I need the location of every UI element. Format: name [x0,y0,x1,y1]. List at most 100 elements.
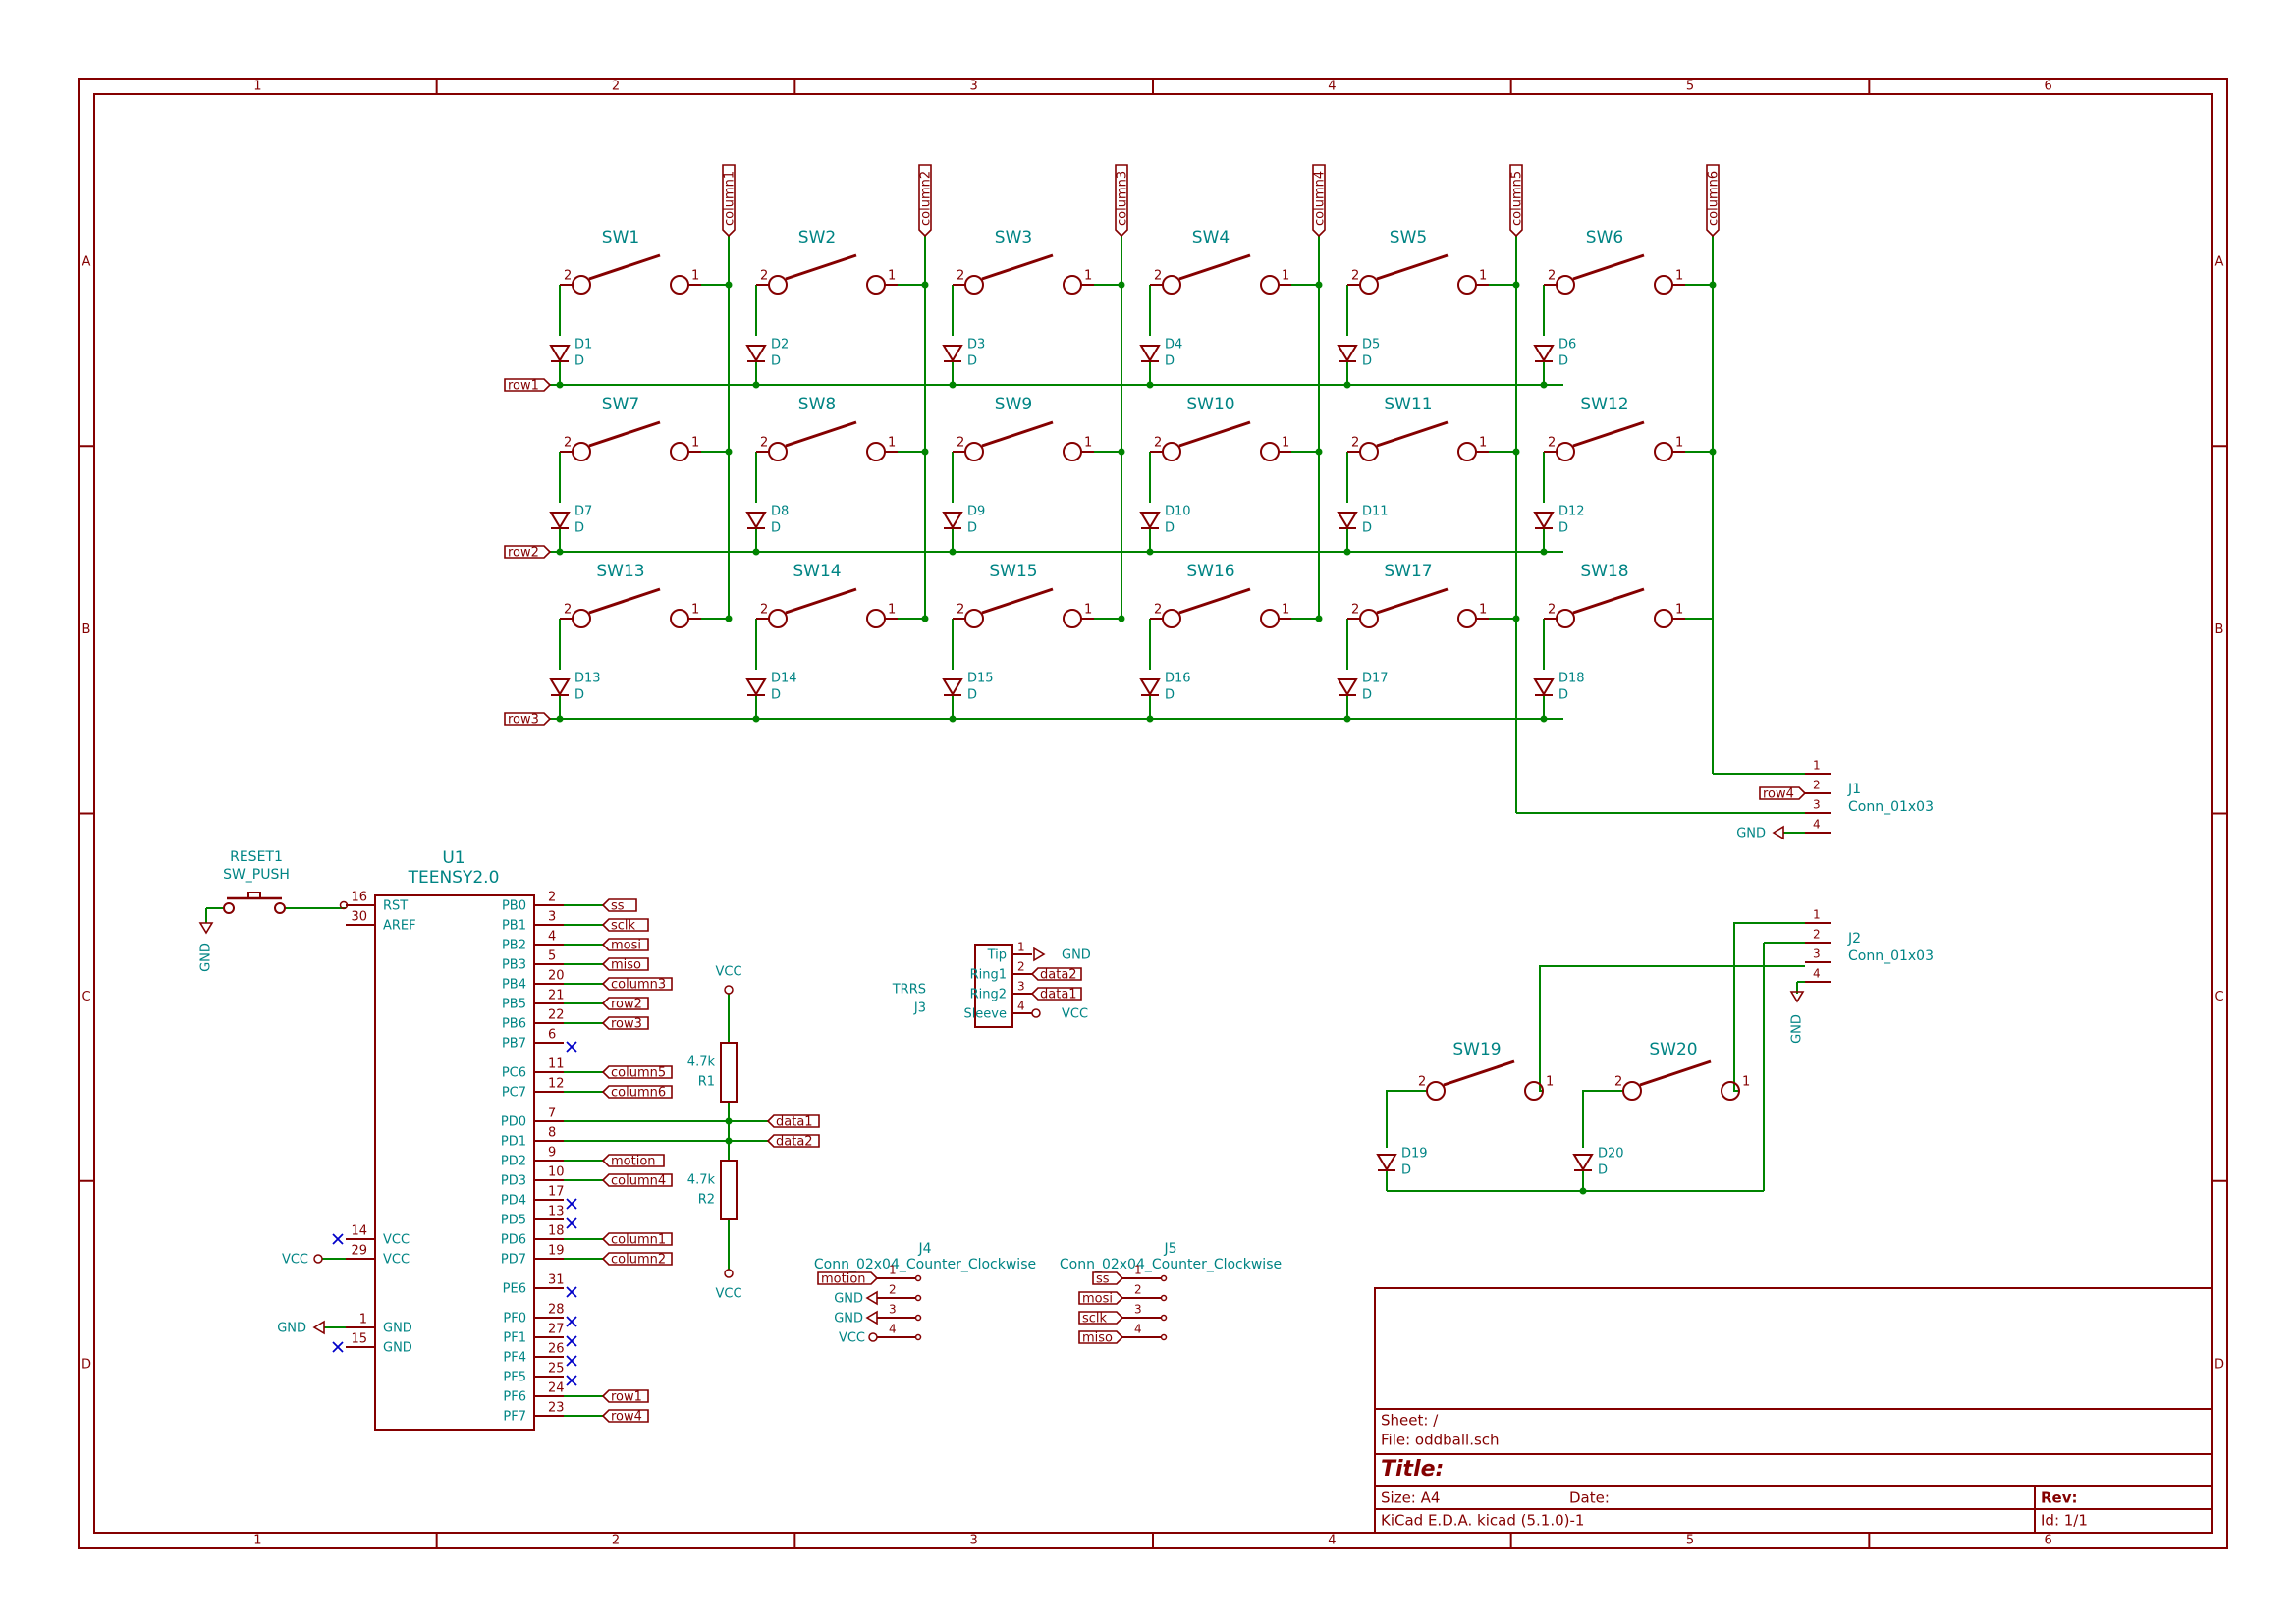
switch-contact [572,442,591,461]
teensy-value: TEENSY2.0 [408,868,500,888]
net-label-text: mosi [1082,1292,1113,1307]
pin-name: PF4 [503,1351,526,1366]
switch-contact [768,442,788,461]
gnd-symbol [865,1310,878,1325]
net-label-text: mosi [611,939,641,953]
reset-plunger [247,892,261,898]
net-label-text: row1 [508,379,539,394]
switch-contact [1063,275,1082,295]
net-label-flag [1030,967,1082,981]
junction-dot [1315,448,1323,456]
column-label-flag [1312,164,1326,238]
switch-ref: SW2 [798,228,836,247]
pin-end [1160,1333,1168,1341]
vcc-label: VCC [1062,1007,1088,1022]
net-label-flag [601,1154,665,1167]
resistor-value: 4.7k [687,1173,716,1188]
diode-body [942,345,963,362]
switch-ref: SW14 [793,562,841,581]
diode-value: D [1165,354,1175,369]
switch-lever [1178,587,1251,615]
diode-body [1376,1154,1397,1171]
pin-name: PC7 [502,1086,526,1101]
junction-dot [1512,448,1520,456]
diode-body [549,678,571,696]
switch-lever [1376,420,1449,448]
pin-end [1160,1274,1168,1282]
diode-ref: D7 [574,505,592,519]
switch-ref: SW10 [1186,395,1234,414]
net-label-text: row3 [508,713,539,728]
switch-lever [785,420,857,448]
pin-number: 13 [548,1205,565,1219]
switch-contact [964,609,984,628]
gnd-label: GND [834,1312,863,1326]
gnd-label: GND [199,943,214,972]
switch-contact [1556,442,1575,461]
wire [1733,922,1805,1092]
junction-dot [752,548,760,556]
junction-dot [1512,281,1520,289]
gnd-label: GND [834,1292,863,1307]
pin-number: 1 [888,436,896,451]
frame-row-label: A [2215,255,2224,270]
pin-name: PF0 [503,1312,526,1326]
junction-dot [1343,715,1351,723]
switch-contact [572,275,591,295]
pin-name: AREF [383,919,416,934]
diode-value: D [771,688,781,703]
column-label-text: column5 [1510,171,1525,226]
pin-name: Ring1 [970,968,1007,983]
pin-name: PE6 [503,1282,526,1297]
gnd-symbol [865,1290,878,1306]
wire [1539,965,1805,1092]
diode-body [1337,345,1358,362]
pin-number: 2 [957,603,964,618]
net-label-flag [601,1389,649,1403]
title-block-frame [1374,1287,2213,1534]
pin-number: 31 [548,1273,565,1288]
pin-name: PD3 [501,1174,526,1189]
switch-contact [670,275,689,295]
net-label-flag [601,1252,673,1266]
pin-number: 19 [548,1244,565,1259]
pin-number: 26 [548,1342,565,1357]
frame-row-label: C [2214,990,2223,1004]
diode-value: D [574,521,584,536]
column-label-flag [1706,164,1720,238]
junction-dot [556,381,564,389]
pin-number: 1 [1084,436,1092,451]
switch-lever [981,420,1054,448]
diode-value: D [1558,521,1568,536]
net-label-flag [766,1134,820,1148]
diode-ref: D13 [574,672,601,686]
title-label: Title: [1381,1457,1444,1482]
pin-number: 20 [548,969,565,984]
pin-number: 2 [1351,436,1359,451]
frame-column-label: 6 [2045,80,2052,94]
switch-contact [1260,275,1280,295]
rev-label: Rev: [2041,1489,2078,1507]
switch-ref: SW9 [995,395,1032,414]
diode-body [549,345,571,362]
pin-number: 1 [888,269,896,284]
gnd-label: GND [1790,1014,1805,1044]
diode-ref: D6 [1558,338,1576,352]
column-label-text: column1 [723,171,738,226]
diode-ref: D3 [967,338,985,352]
switch-ref: SW15 [989,562,1037,581]
gnd-symbol [312,1320,325,1335]
pin-name: VCC [383,1233,410,1248]
no-connect-mark [566,1041,577,1053]
diode-body [1139,512,1161,529]
switch-contact [1457,442,1477,461]
pin-number: 23 [548,1401,565,1416]
junction-dot [1540,548,1548,556]
switch-lever [1572,420,1645,448]
pin-number: 2 [957,269,964,284]
switch-contact [1622,1081,1642,1101]
vcc-label: VCC [715,965,741,980]
switch-contact [1654,442,1673,461]
pin-name: PB4 [502,978,526,993]
pin-number: 27 [548,1323,565,1337]
